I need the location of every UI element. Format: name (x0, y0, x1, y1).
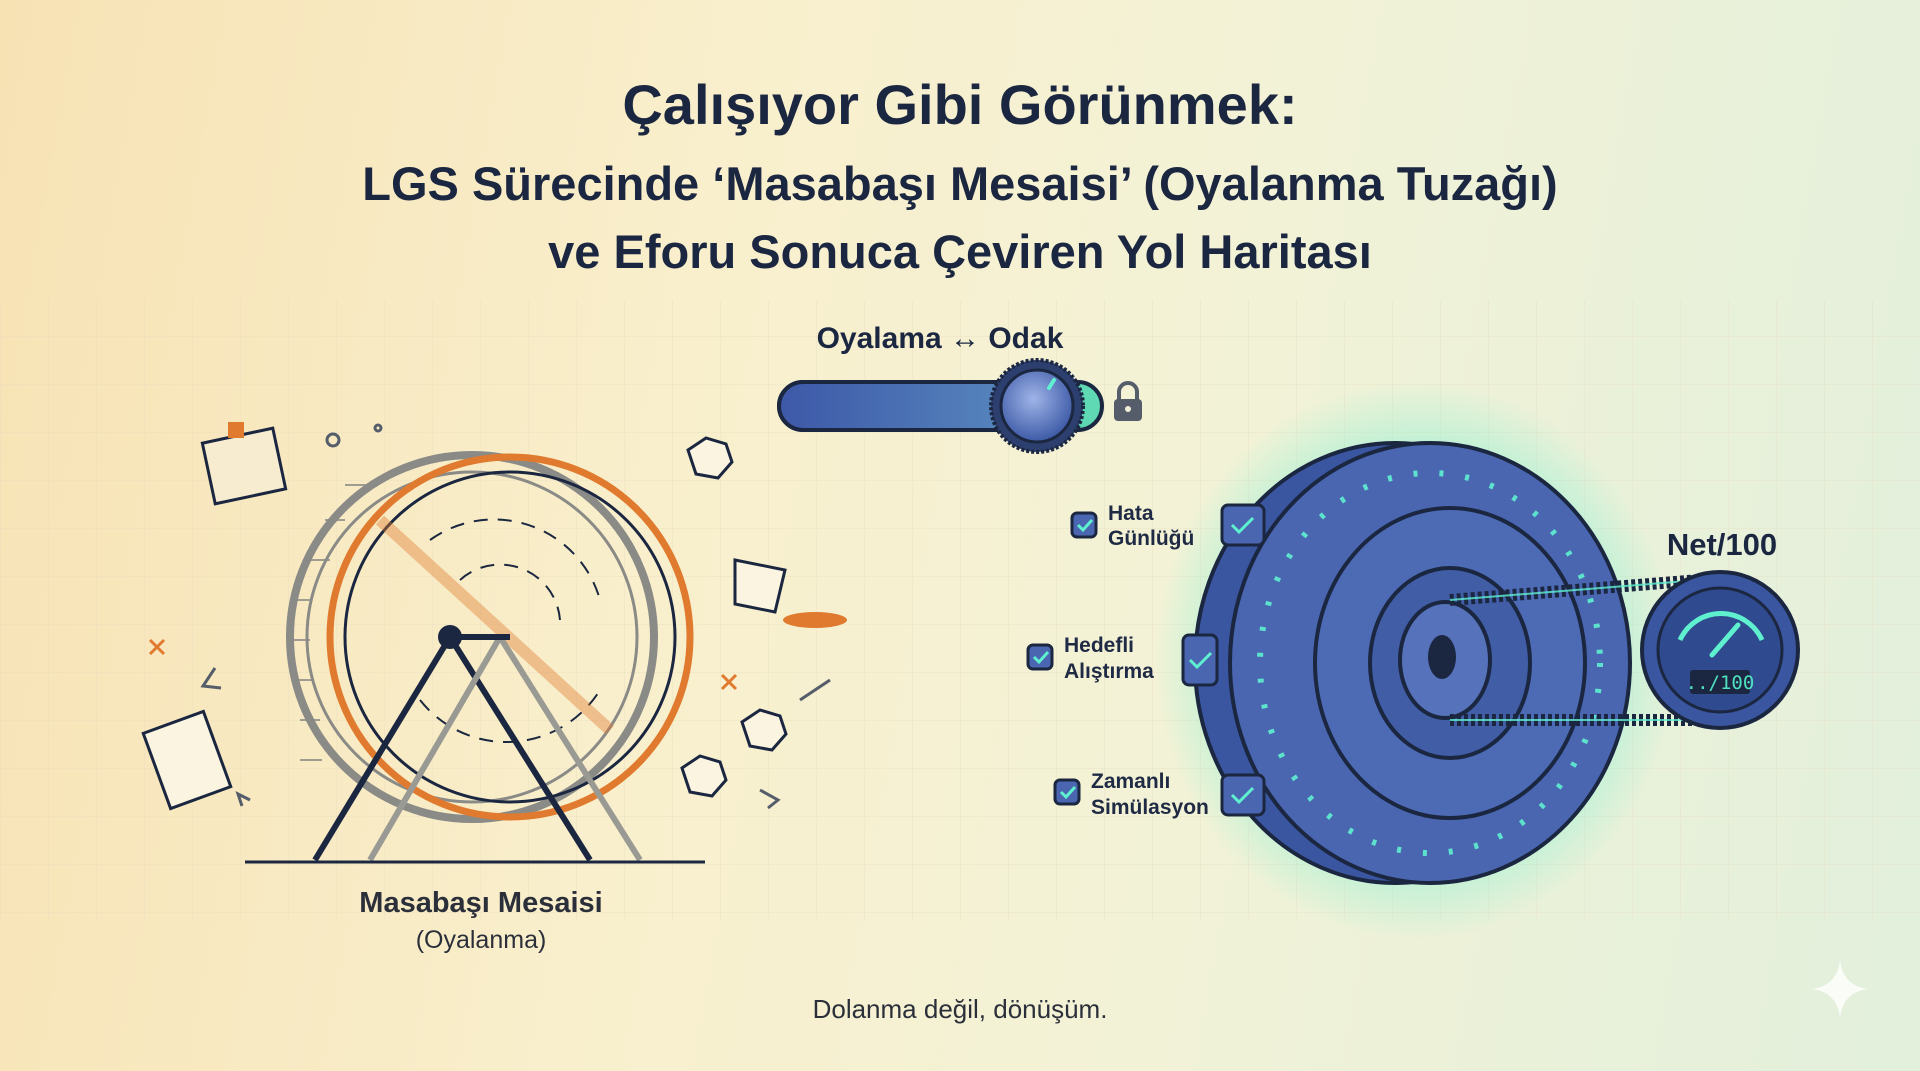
gauge-display: ../100 (1686, 672, 1755, 694)
left-caption: Masabaşı Mesaisi (359, 887, 602, 919)
checkbox-checked-icon (1053, 778, 1081, 806)
sparkle-icon (1812, 960, 1868, 1018)
flywheel-illustration (1155, 380, 1701, 940)
left-subcaption: (Oyalanma) (416, 926, 547, 954)
hamster-wheel-illustration (141, 422, 847, 864)
lock-icon (1114, 381, 1142, 421)
gauge-needle-icon (1709, 622, 1741, 658)
checklist-label: Alıştırma (1064, 660, 1154, 683)
gauge-title: Net/100 (1667, 527, 1777, 562)
title-line-3: ve Eforu Sonuca Çeviren Yol Haritası (548, 225, 1372, 278)
checkbox-checked-icon (1070, 511, 1098, 539)
title-line-1: Çalışıyor Gibi Görünmek: (622, 73, 1297, 136)
checklist-label: Simülasyon (1091, 796, 1209, 819)
document-icon (141, 709, 233, 811)
checklist-label: Hata (1108, 502, 1154, 525)
slider-knob[interactable] (989, 358, 1085, 454)
title-line-2: LGS Sürecinde ‘Masabaşı Mesaisi’ (Oyalan… (362, 157, 1557, 210)
coffee-cup-icon (733, 558, 847, 628)
wheel-check-tabs (1181, 503, 1266, 817)
crumpled-paper-icon (680, 436, 788, 798)
checklist-item-zamanli-simulasyon[interactable]: Zamanlı Simülasyon (1053, 770, 1209, 819)
checklist-item-hedefli-alistirma[interactable]: Hedefli Alıştırma (1026, 634, 1154, 683)
sticky-note-icon (200, 422, 288, 506)
checklist-label: Günlüğü (1108, 527, 1194, 550)
net-gauge: ../100 (1640, 570, 1800, 730)
checklist-label: Hedefli (1064, 634, 1134, 657)
checkbox-checked-icon (1026, 643, 1054, 671)
checklist-label: Zamanlı (1091, 770, 1170, 793)
slider-label: Oyalama ↔ Odak (817, 322, 1064, 355)
focus-slider[interactable] (777, 358, 1104, 454)
footer-tagline: Dolanma değil, dönüşüm. (813, 994, 1108, 1024)
checklist-item-hata-gunlugu[interactable]: Hata Günlüğü (1070, 502, 1194, 550)
